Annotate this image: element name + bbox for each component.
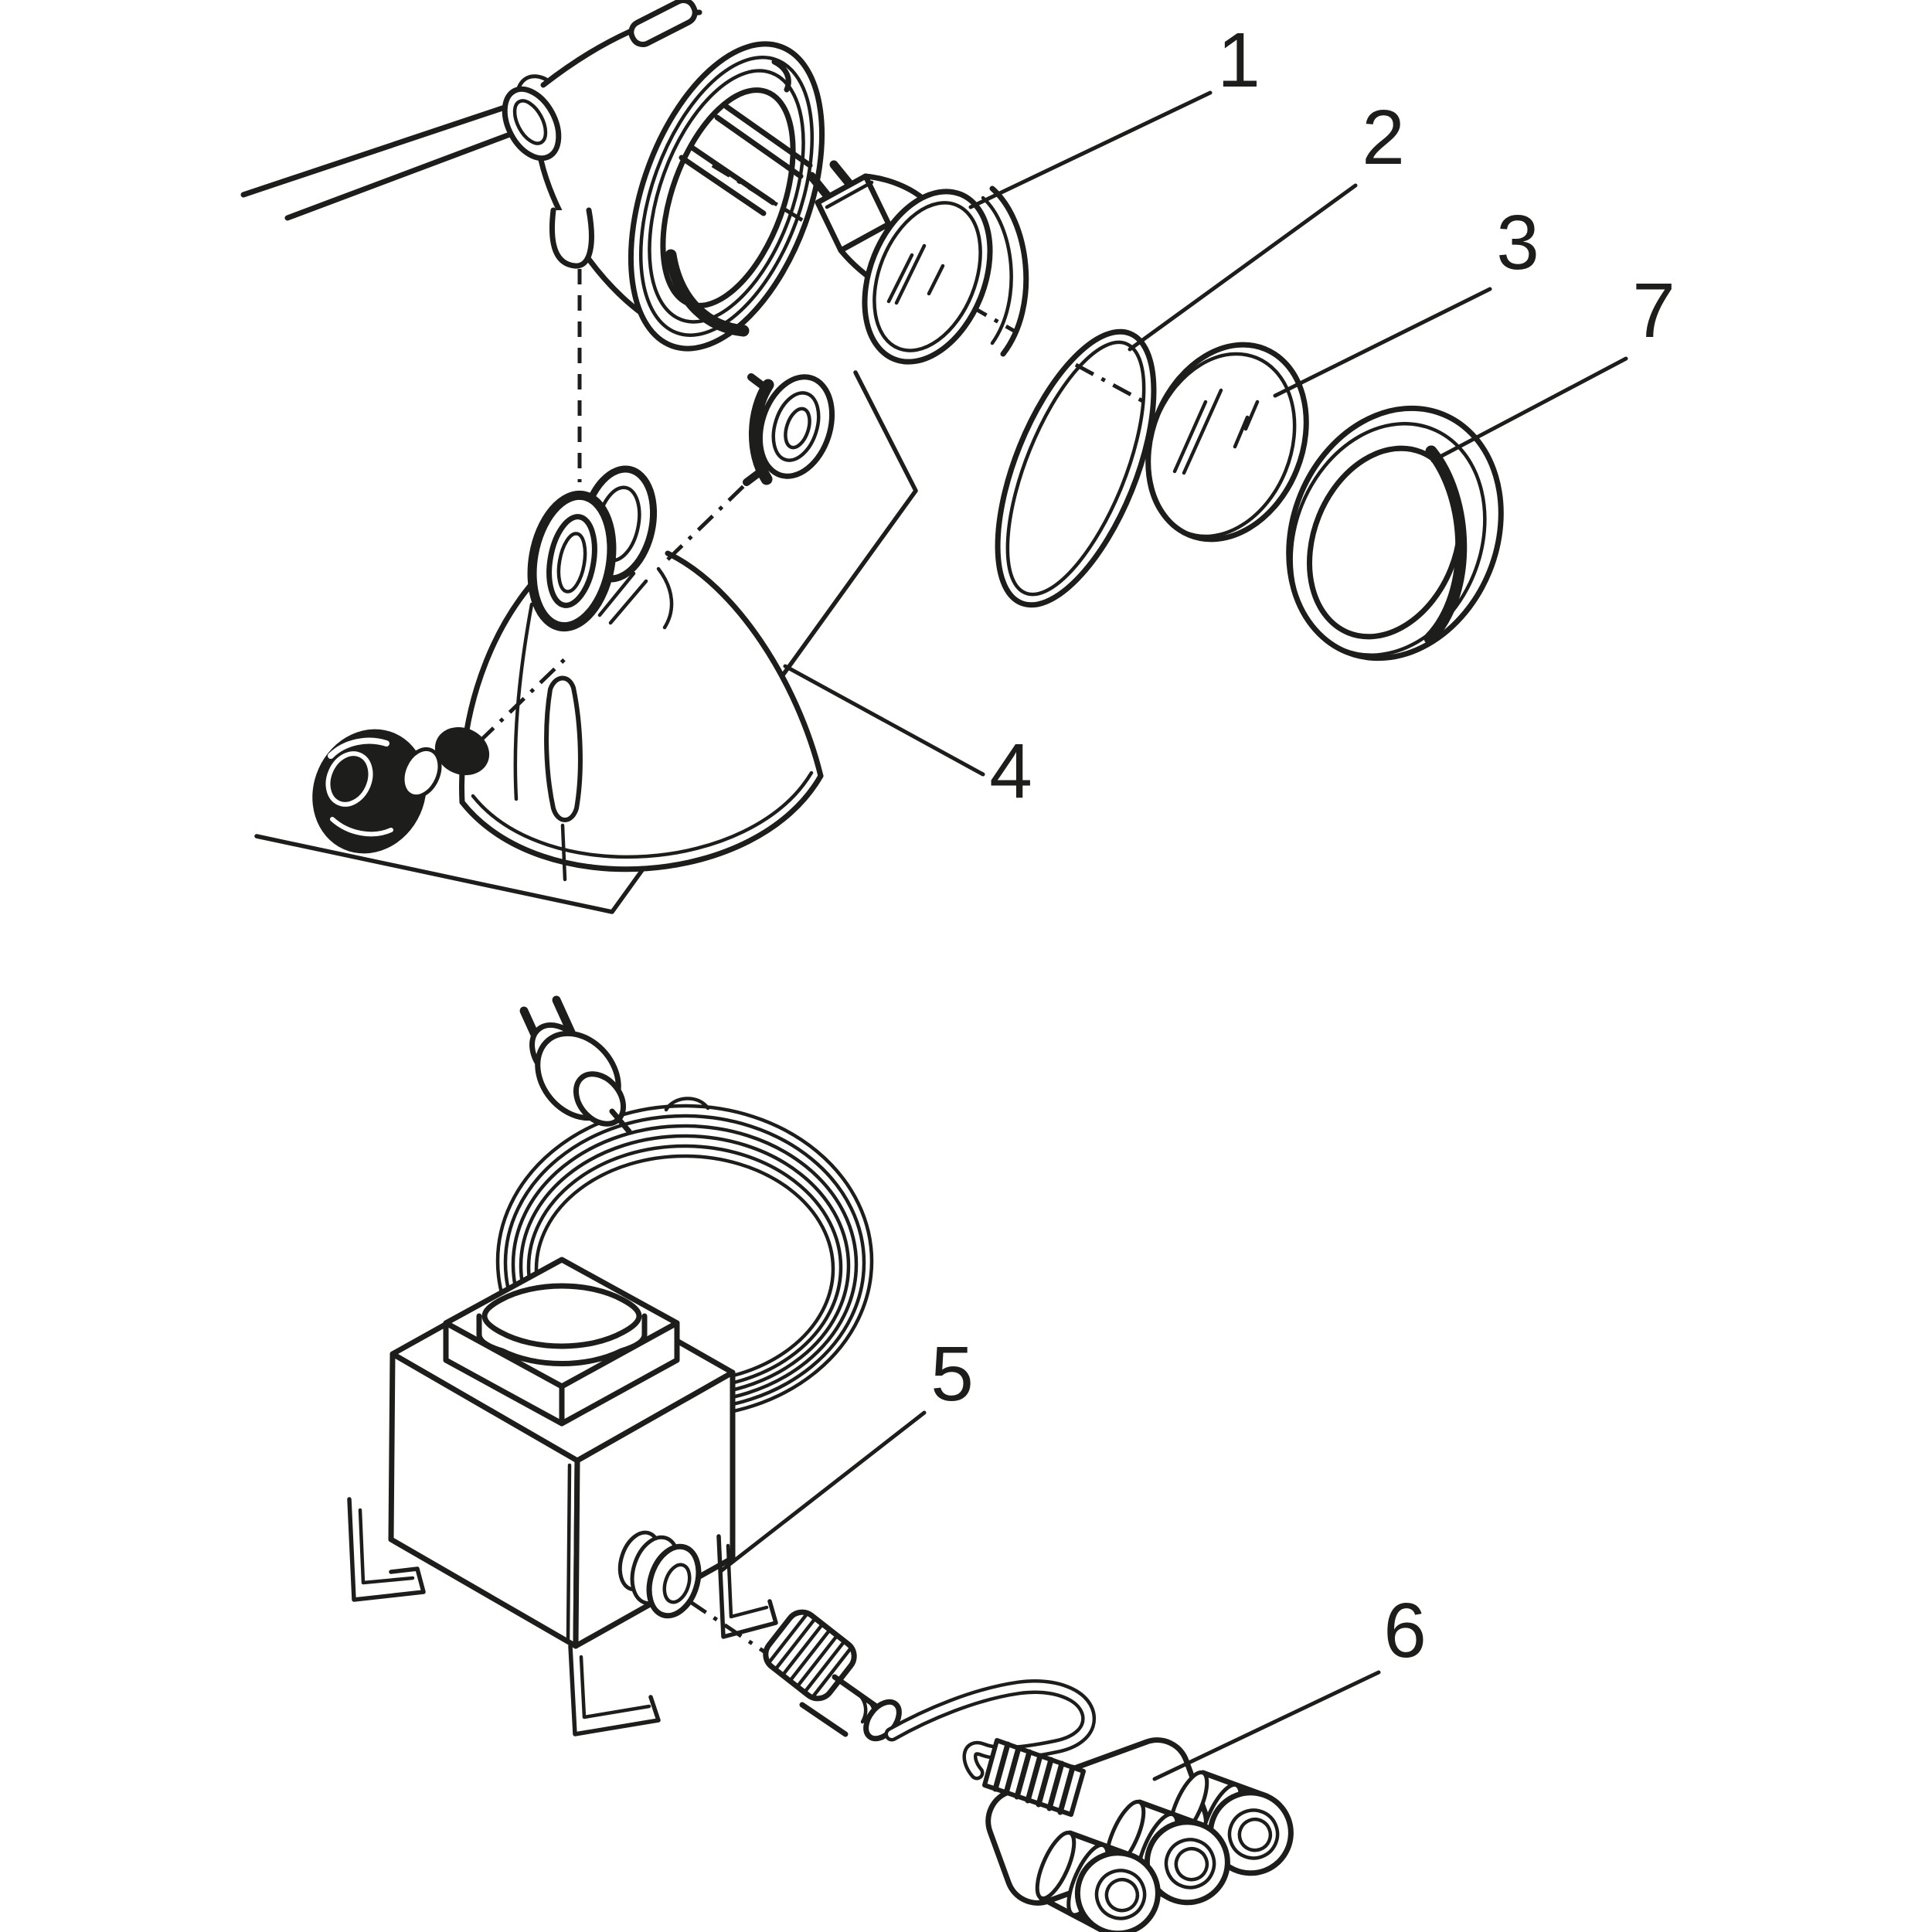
- screw-thread-tip: [434, 726, 490, 776]
- dome-seam: [513, 602, 534, 801]
- glass-disc-edge: [1145, 352, 1297, 539]
- suction-rim-outer: [459, 773, 824, 872]
- switch-cap-side: [476, 1313, 648, 1366]
- foot-front-inner: [579, 1655, 651, 1719]
- callout-2: 2: [1128, 94, 1405, 352]
- bulb-base-line: [825, 180, 874, 209]
- foot-right-inner: [726, 1543, 769, 1619]
- glass-hatch-marks: [886, 243, 945, 305]
- socket-front: [646, 1543, 702, 1619]
- callout-1: 1: [968, 17, 1260, 209]
- plug-cable-stem: [609, 1108, 632, 1134]
- socket-bore: [662, 1563, 692, 1604]
- clamp-front-ring-bore: [556, 532, 587, 594]
- screw-slot-highlight: [325, 751, 373, 807]
- part-number-label-1: 1: [1217, 17, 1260, 104]
- lamp-housing: [240, 0, 825, 352]
- suction-rim-inner: [471, 770, 814, 859]
- foot-right: [716, 1534, 778, 1639]
- clamp-bracket-column: [656, 566, 674, 630]
- mounting-base-assembly: [254, 370, 918, 914]
- part-number-label-7: 7: [1632, 267, 1675, 354]
- leader-line-7: [1430, 356, 1628, 463]
- part-number-label-2: 2: [1362, 94, 1405, 181]
- sealing-o-ring: [995, 328, 1157, 608]
- axis-segment: [711, 163, 805, 223]
- o-ring-inner: [1005, 340, 1146, 597]
- leader-line-3: [1273, 287, 1492, 398]
- knurl-lines: [767, 1612, 853, 1699]
- callout-6: 6: [1152, 1587, 1427, 1781]
- housing-vent-slot: [628, 0, 698, 48]
- leader-line-1: [968, 90, 1213, 209]
- callout-5: 5: [719, 1331, 974, 1573]
- axis-segment: [688, 1599, 776, 1661]
- foot-left-inner: [358, 1508, 415, 1585]
- socket-outlet-left: [1035, 1830, 1161, 1932]
- leader-line-6: [1152, 1670, 1381, 1781]
- mounting-tab: [549, 207, 594, 269]
- transformer: [347, 995, 902, 1742]
- lens-glass: [1145, 342, 1309, 543]
- foot-front: [568, 1644, 661, 1736]
- ring-inner-shadow: [1423, 445, 1468, 645]
- distributor-cable-core: [888, 1682, 1093, 1777]
- bulb-base-block: [815, 173, 892, 253]
- screw-highlight: [330, 817, 393, 837]
- keyhole-slot: [544, 675, 583, 822]
- front-ring-inner: [648, 69, 805, 324]
- lamp-holder-bore: [784, 406, 811, 450]
- leader-line-2: [1128, 183, 1358, 352]
- ring-inner: [1307, 445, 1463, 640]
- lens-rim-inner: [981, 196, 1013, 345]
- axis-segment: [1074, 362, 1151, 407]
- box-front-edge-line: [566, 1463, 572, 1644]
- holder-clip-crescent: [749, 379, 774, 485]
- part-number-label-5: 5: [930, 1331, 974, 1417]
- screw-highlight: [328, 737, 389, 759]
- part-number-label-6: 6: [1383, 1587, 1427, 1674]
- slot-line: [560, 823, 567, 882]
- strain-relief-ridges: [992, 1741, 1076, 1815]
- leader-line-5: [719, 1410, 927, 1573]
- output-socket: [617, 1530, 702, 1619]
- retaining-ring: [1286, 405, 1504, 662]
- mounting-feet: [347, 1497, 778, 1736]
- callout-7: 7: [1430, 267, 1675, 463]
- power-cable-line: [284, 130, 517, 221]
- lens-rim-outer: [989, 185, 1029, 357]
- ring-front-lip: [1289, 422, 1487, 657]
- callouts: 1 2 3 7 4 5 6: [719, 17, 1675, 1781]
- callout-3: 3: [1273, 199, 1539, 398]
- clamp-bracket-lines: [597, 571, 648, 625]
- coil-crossover-loop: [664, 1097, 710, 1112]
- part-number-label-3: 3: [1496, 199, 1539, 286]
- reflector-face-inner: [872, 201, 982, 352]
- halogen-bulb: [807, 160, 1029, 365]
- three-way-distributor: [884, 1679, 1294, 1932]
- dome-right-edge: [665, 550, 824, 779]
- leader-line-4: [783, 664, 985, 777]
- switch-cap-top: [481, 1283, 642, 1349]
- cable-connector: [763, 1609, 902, 1742]
- glass-hatch-marks: [1172, 388, 1260, 475]
- mains-plug: [519, 995, 632, 1134]
- bayonet-hook: [771, 59, 791, 93]
- foot-left: [347, 1497, 426, 1602]
- callout-4: 4: [783, 664, 1032, 815]
- screw-collar: [400, 747, 442, 799]
- power-cable-line: [240, 105, 505, 198]
- clamp-front-ring-mid: [546, 514, 597, 608]
- cross-bar-1: [714, 104, 813, 179]
- part-number-label-4: 4: [989, 728, 1032, 815]
- lamp-holder-ring: [771, 391, 821, 462]
- cable-gland-bore: [512, 99, 548, 145]
- o-ring-outer: [995, 328, 1157, 608]
- opening-shadow-arc: [665, 249, 750, 337]
